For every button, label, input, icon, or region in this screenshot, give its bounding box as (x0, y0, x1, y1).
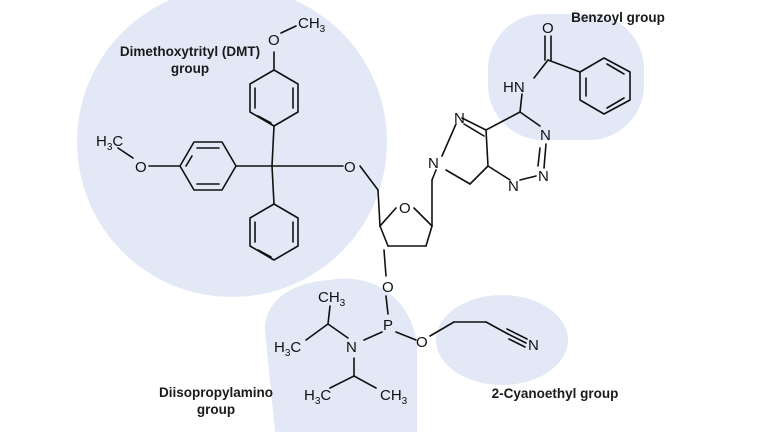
cyanoethyl-highlight (436, 295, 568, 385)
benzoyl-phenyl-ring (579, 57, 631, 115)
amine-nitrogen: N (346, 339, 357, 356)
cyanoethyl-oxygen: O (416, 334, 428, 351)
cyanoethyl-bonds (429, 321, 528, 348)
carbonyl-oxygen: O (542, 20, 554, 37)
base-nitrogen-4: N (538, 168, 549, 185)
benzoyl-highlight (488, 14, 644, 140)
phenyl-ring-lower (249, 203, 299, 261)
phosphorus: P (383, 317, 393, 334)
methoxy-oxygen-top: O (268, 32, 280, 49)
base-nitrogen-3: N (540, 127, 551, 144)
diisopropylamino-label-group: group (197, 402, 235, 417)
trityl-center-bonds (271, 125, 344, 205)
nitrile-nitrogen: N (528, 337, 539, 354)
methyl-iso-bottom-right: CH3 (380, 387, 408, 407)
cyanoethyl-label: 2-Cyanoethyl group (492, 386, 619, 401)
sugar-ring-oxygen: O (399, 200, 411, 217)
base-nitrogen-5: N (508, 178, 519, 195)
diisopropylamino-highlight (265, 278, 417, 432)
methoxyphenyl-ring-left (117, 141, 273, 191)
methyl-iso-bottom-left: H3C (304, 387, 331, 407)
methyl-iso-left: H3C (274, 339, 301, 359)
dmt-label: Dimethoxytrityl (DMT) (120, 44, 260, 59)
base-nitrogen-2: N (454, 110, 465, 127)
dmt-highlight (77, 0, 387, 297)
diisopropyl-bonds (305, 305, 377, 389)
benzoyl-label: Benzoyl group (571, 10, 665, 25)
benzoyl-group-bonds (533, 35, 581, 79)
deoxyribose-ring (359, 165, 433, 277)
nucleobase (431, 93, 547, 185)
methyl-iso-top: CH3 (318, 289, 346, 309)
ether-oxygen: O (344, 159, 356, 176)
methyl-left: H3C (96, 133, 123, 153)
base-nitrogen-1: N (428, 155, 439, 172)
diisopropylamino-label: Diisopropylamino (159, 385, 273, 400)
amide-nh: HN (503, 79, 525, 96)
methoxy-oxygen-left: O (135, 159, 147, 176)
phosphoramidite-bonds (363, 295, 417, 341)
phosphite-oxygen: O (382, 279, 394, 296)
methyl-top: CH3 (298, 15, 326, 35)
dmt-label-group: group (171, 61, 209, 76)
